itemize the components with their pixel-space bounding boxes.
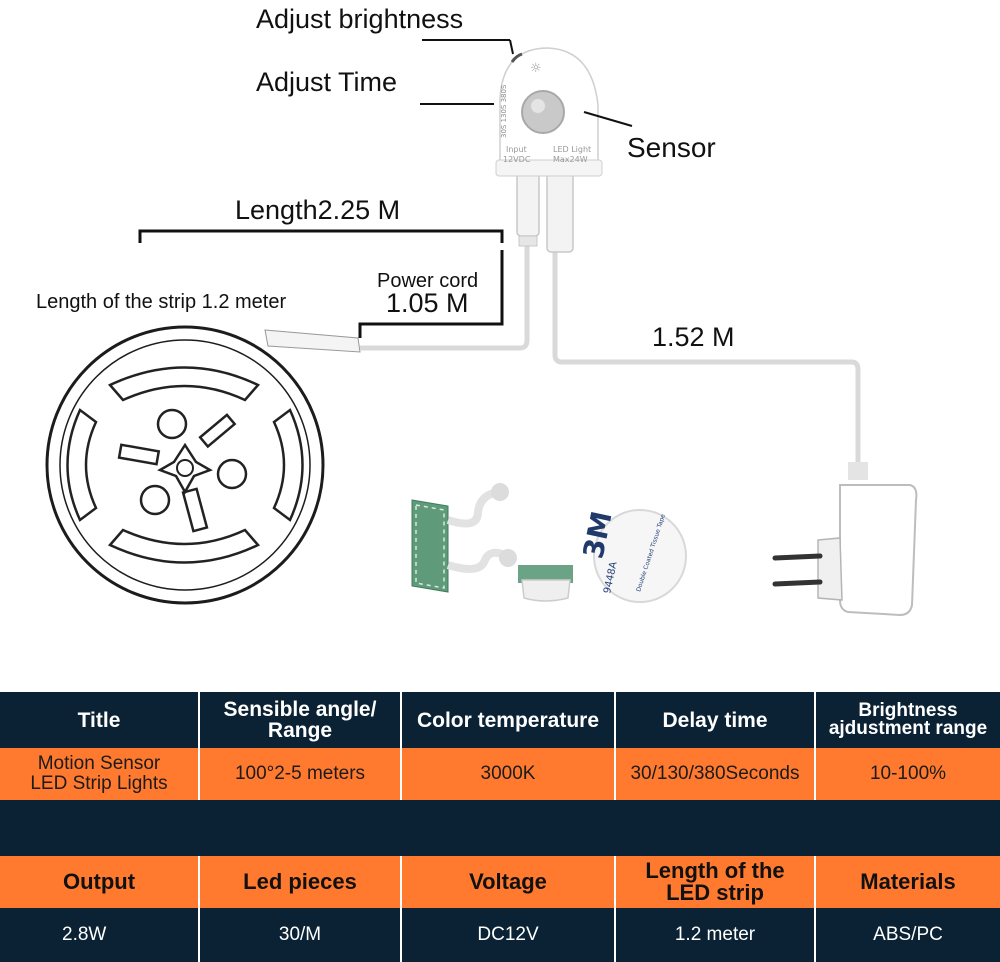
svg-text:☼: ☼ [530, 61, 542, 76]
value-sensible-angle: 100°2-5 meters [200, 748, 402, 800]
spec-table-1-header: Title Sensible angle/ Range Color temper… [0, 692, 1000, 748]
power-cord-bracket [358, 250, 504, 338]
power-cord-cable [360, 240, 530, 351]
value-led-pieces: 30/M [200, 908, 402, 962]
adjust-time-label: Adjust Time [256, 67, 398, 97]
3m-tape-disc: 3M 9448A Double Coated Tissue Tape [577, 508, 687, 603]
header-brightness-range: Brightness ajdustment range [816, 692, 1000, 748]
product-diagram: ☼ 30S 130S 380S Input 12VDC LED Light Ma… [45, 39, 918, 617]
length-bracket [138, 229, 504, 243]
header-title: Title [0, 692, 200, 748]
value-color-temperature: 3000K [402, 748, 616, 800]
adapter-cable-length-label: 1.52 M [652, 322, 735, 352]
value-output: 2.8W [0, 908, 200, 962]
svg-text:LED Light: LED Light [553, 145, 591, 154]
value-brightness-range: 10-100% [816, 748, 1000, 800]
power-adapter [772, 462, 918, 617]
value-strip-length: 1.2 meter [616, 908, 816, 962]
header-strip-length: Length of the LED strip [616, 856, 816, 908]
strip-end [264, 329, 361, 353]
svg-text:12VDC: 12VDC [503, 155, 531, 164]
value-title: Motion Sensor LED Strip Lights [0, 748, 200, 800]
spec-table-2-values: 2.8W 30/M DC12V 1.2 meter ABS/PC [0, 908, 1000, 962]
total-length-label: Length2.25 M [235, 195, 401, 225]
device-time-marks: 30S 130S 380S [500, 84, 508, 138]
header-led-pieces: Led pieces [200, 856, 402, 908]
header-output: Output [0, 856, 200, 908]
strip-length-label: Length of the strip 1.2 meter [36, 291, 287, 313]
table-divider [0, 800, 1000, 856]
sensor-label: Sensor [627, 132, 716, 163]
mounting-clips [411, 483, 573, 602]
spec-table-1-values: Motion Sensor LED Strip Lights 100°2-5 m… [0, 748, 1000, 800]
svg-text:Max24W: Max24W [553, 155, 588, 164]
header-sensible-angle: Sensible angle/ Range [200, 692, 402, 748]
value-voltage: DC12V [402, 908, 616, 962]
value-materials: ABS/PC [816, 908, 1000, 962]
led-strip-reel [45, 325, 325, 605]
header-voltage: Voltage [402, 856, 616, 908]
sensor-module: ☼ 30S 130S 380S Input 12VDC LED Light Ma… [495, 47, 603, 177]
header-materials: Materials [816, 856, 1000, 908]
adjust-brightness-label: Adjust brightness [256, 4, 464, 34]
header-color-temperature: Color temperature [402, 692, 616, 748]
header-delay-time: Delay time [616, 692, 816, 748]
spec-table-2-header: Output Led pieces Voltage Length of the … [0, 856, 1000, 908]
power-cord-label: Power cord [377, 270, 479, 292]
svg-text:Input: Input [506, 145, 527, 154]
power-cord-length-label: 1.05 M [386, 288, 469, 318]
value-delay-time: 30/130/380Seconds [616, 748, 816, 800]
adapter-cable [552, 250, 861, 470]
